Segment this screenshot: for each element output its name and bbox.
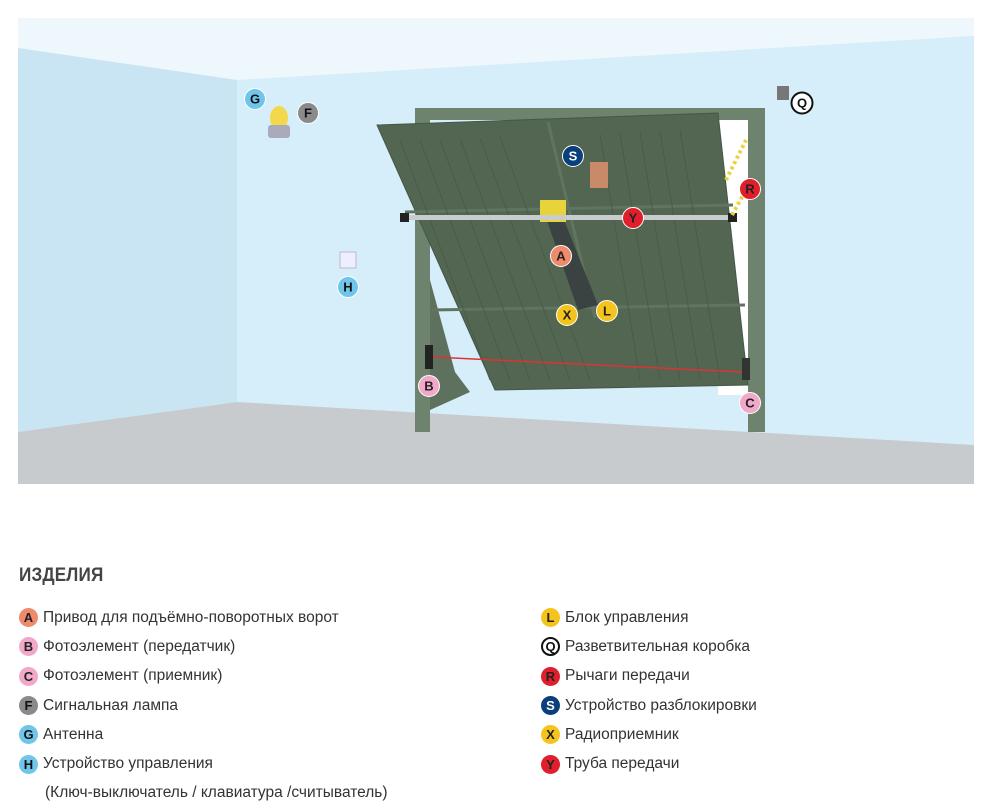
legend-item-y: Y Труба передачи <box>541 749 757 778</box>
legend-item-q: Q Разветвительная коробка <box>541 632 757 661</box>
badge-icon: H <box>19 754 38 774</box>
legend-text: Устройство управления <box>43 755 213 773</box>
junction-box <box>777 86 789 100</box>
legend-right-column: L Блок управления Q Разветвительная коробк… <box>541 603 757 779</box>
marker-q: Q <box>790 91 814 115</box>
legend-text: Радиоприемник <box>565 725 679 743</box>
svg-text:R: R <box>745 182 755 197</box>
svg-text:L: L <box>603 304 611 319</box>
svg-text:S: S <box>569 149 578 164</box>
badge-icon: G <box>19 725 38 745</box>
legend-text: Труба передачи <box>565 755 680 773</box>
legend-item-g: G Антенна <box>19 720 388 749</box>
floor <box>18 402 974 484</box>
legend-text: Сигнальная лампа <box>43 696 179 714</box>
badge-icon: Y <box>541 754 560 774</box>
legend-text: Антенна <box>43 725 104 743</box>
badge-icon: A <box>19 608 38 628</box>
marker-x: X <box>556 304 578 326</box>
badge-icon: B <box>19 637 38 657</box>
marker-c: C <box>739 392 761 414</box>
ceiling <box>18 18 974 80</box>
legend-item-x: X Радиоприемник <box>541 720 757 749</box>
marker-g: G <box>244 88 266 110</box>
badge-icon: R <box>541 666 560 686</box>
legend-text: Привод для подъёмно-поворотных ворот <box>43 608 339 626</box>
badge-icon: X <box>541 725 560 745</box>
legend-item-h: H Устройство управления <box>19 749 388 778</box>
legend-item-s: S Устройство разблокировки <box>541 691 757 720</box>
svg-text:A: A <box>556 249 566 264</box>
svg-text:G: G <box>250 92 260 107</box>
svg-text:B: B <box>424 379 433 394</box>
operator-arm <box>545 215 598 310</box>
legend-text: Устройство разблокировки <box>565 696 757 714</box>
door-shadow <box>430 280 470 410</box>
marker-y: Y <box>622 207 644 229</box>
legend-item-f: F Сигнальная лампа <box>19 691 388 720</box>
svg-text:H: H <box>343 280 352 295</box>
legend-item-c: C Фотоэлемент (приемник) <box>19 662 388 691</box>
marker-f: F <box>297 102 319 124</box>
transmission-tube <box>404 215 734 220</box>
svg-text:Y: Y <box>629 211 638 226</box>
legend-text: Разветвительная коробка <box>565 637 751 655</box>
badge-icon: S <box>541 696 560 716</box>
legend-item-b: B Фотоэлемент (передатчик) <box>19 632 388 661</box>
signal-lamp <box>270 106 288 130</box>
marker-s: S <box>562 145 584 167</box>
marker-r: R <box>739 178 761 200</box>
release-device <box>590 162 608 188</box>
door-frame-right <box>748 108 765 432</box>
photocell-transmitter <box>425 345 433 369</box>
key-selector <box>339 251 357 269</box>
svg-text:F: F <box>304 106 312 121</box>
badge-icon: Q <box>541 637 560 657</box>
legend-text: Рычаги передачи <box>565 667 690 685</box>
marker-a: A <box>550 245 572 267</box>
badge-icon: L <box>541 608 560 628</box>
legend-item-a: A Привод для подъёмно-поворотных ворот <box>19 603 388 632</box>
photocell-beam <box>432 356 743 373</box>
legend-text: Блок управления <box>565 608 689 626</box>
legend-title: ИЗДЕЛИЯ <box>19 565 104 586</box>
legend-item-l: L Блок управления <box>541 603 757 632</box>
marker-h: H <box>337 276 359 298</box>
svg-text:Q: Q <box>797 96 807 111</box>
door-grooves <box>399 129 721 381</box>
garage-door-diagram: G F H S Y R A X L B C Q <box>18 18 974 484</box>
svg-text:X: X <box>563 308 572 323</box>
photocell-receiver <box>742 358 750 380</box>
marker-b: B <box>418 375 440 397</box>
badge-icon: F <box>19 696 38 716</box>
legend-item-r: R Рычаги передачи <box>541 662 757 691</box>
left-wall <box>18 48 237 432</box>
legend-note: (Ключ-выключатель / клавиатура /считыват… <box>45 784 388 802</box>
legend-text: Фотоэлемент (приемник) <box>43 667 223 685</box>
svg-text:C: C <box>745 396 755 411</box>
badge-icon: C <box>19 666 38 686</box>
legend-text: Фотоэлемент (передатчик) <box>43 637 236 655</box>
marker-l: L <box>596 300 618 322</box>
